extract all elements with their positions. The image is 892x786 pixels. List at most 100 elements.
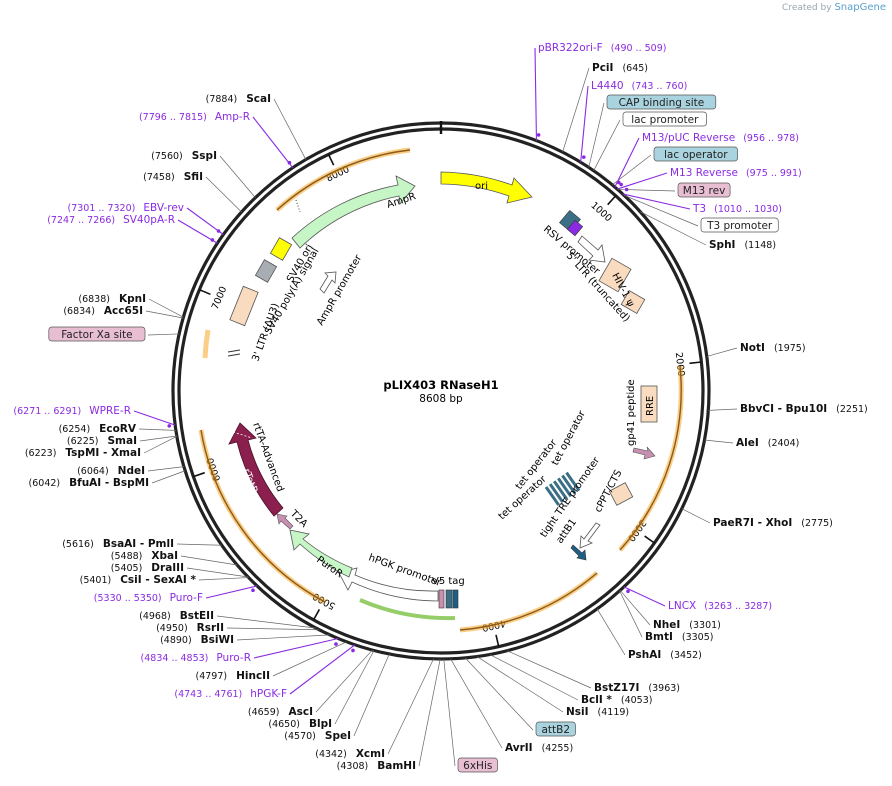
- site-label[interactable]: (5405)DraIII: [111, 562, 184, 574]
- site-label[interactable]: (7458)SfiI: [143, 171, 203, 183]
- site-label[interactable]: M13/pUC Reverse(956 .. 978): [642, 132, 799, 144]
- site-label[interactable]: pBR322ori-F(490 .. 509): [538, 42, 666, 54]
- feature-badge-label: T3 promoter: [706, 220, 773, 232]
- site-label[interactable]: (4743 .. 4761)hPGK-F: [174, 688, 287, 700]
- enzyme-name: BmtI: [645, 631, 673, 643]
- site-leader: [226, 627, 320, 631]
- site-label[interactable]: (7796 .. 7815)Amp-R: [139, 111, 250, 123]
- site-label[interactable]: PshAI(3452): [628, 649, 702, 661]
- site-label[interactable]: (6271 .. 6291)WPRE-R: [13, 405, 131, 417]
- site-label[interactable]: PaeR7I - XhoI(2775): [713, 517, 833, 529]
- tet-operator-3: [552, 480, 569, 501]
- site-label[interactable]: (6225)SmaI: [67, 435, 137, 447]
- site-label[interactable]: NotI(1975): [740, 342, 806, 354]
- site-leader: [236, 634, 330, 641]
- site-label[interactable]: SphI(1148): [709, 239, 776, 251]
- enzyme-name: NheI: [653, 619, 680, 631]
- site-label[interactable]: lac promoter: [622, 111, 707, 127]
- site-leader: [622, 193, 691, 210]
- site-label[interactable]: T3 promoter: [700, 217, 779, 233]
- site-leader: [619, 590, 651, 626]
- enzyme-name: PshAI: [628, 649, 661, 661]
- enzyme-label: (5405)DraIII: [111, 562, 184, 574]
- site-label[interactable]: BstZ17I(3963): [594, 682, 680, 694]
- site-label[interactable]: lac operator: [653, 146, 738, 162]
- cppt-feature: [608, 482, 634, 506]
- site-label[interactable]: (4968)BstEII: [139, 610, 214, 622]
- site-label[interactable]: NsiI(4119): [566, 706, 629, 718]
- site-label[interactable]: attB2: [535, 721, 576, 737]
- enzyme-name: NdeI: [118, 465, 145, 477]
- enzyme-label: NheI(3301): [653, 619, 721, 631]
- site-label[interactable]: (4570)SpeI: [284, 730, 351, 742]
- enzyme-position: (4119): [598, 707, 630, 718]
- site-label[interactable]: M13 rev: [677, 182, 731, 198]
- site-label[interactable]: (6042)BfuAI - BspMI: [29, 477, 149, 489]
- site-label[interactable]: (7247 .. 7266)SV40pA-R: [47, 214, 175, 226]
- site-label[interactable]: BclI *(4053): [581, 694, 652, 706]
- site-label[interactable]: LNCX(3263 .. 3287): [668, 600, 772, 612]
- site-label[interactable]: (5330 .. 5350)Puro-F: [94, 592, 203, 604]
- site-leader: [252, 116, 294, 169]
- site-label[interactable]: (6838)KpnI: [78, 293, 146, 305]
- site-label[interactable]: (6064)NdeI: [77, 465, 145, 477]
- primer-range: (975 .. 991): [746, 168, 802, 179]
- site-leader: [617, 172, 668, 190]
- site-label[interactable]: (4834 .. 4853)Puro-R: [141, 652, 251, 664]
- site-label[interactable]: NheI(3301): [653, 619, 721, 631]
- site-label[interactable]: (4659)AscI: [248, 706, 313, 718]
- enzyme-position: (6838): [78, 294, 110, 305]
- enzyme-label: (6064)NdeI: [77, 465, 145, 477]
- site-label[interactable]: (7884)ScaI: [206, 93, 271, 105]
- site-leader: [588, 102, 605, 168]
- site-label[interactable]: PciI(645): [592, 62, 648, 74]
- enzyme-name: BamHI: [377, 760, 416, 772]
- site-label[interactable]: BbvCI - Bpu10I(2251): [740, 403, 868, 415]
- ltr3-mark2: [227, 353, 241, 357]
- site-label[interactable]: M13 Reverse(975 .. 991): [670, 167, 802, 179]
- site-label[interactable]: AleI(2404): [736, 437, 799, 449]
- site-label[interactable]: BmtI(3305): [645, 631, 713, 643]
- tight-tre-feature: [579, 522, 601, 549]
- site-label[interactable]: Factor Xa site: [48, 326, 146, 342]
- site-leader: [612, 154, 652, 186]
- enzyme-position: (4053): [621, 695, 653, 706]
- site-label[interactable]: (4890)BsiWI: [160, 634, 234, 646]
- enzyme-position: (2251): [836, 404, 868, 415]
- site-label[interactable]: CAP binding site: [606, 94, 717, 110]
- orf-arcs: [198, 147, 684, 633]
- site-label[interactable]: (7301 .. 7320)EBV-rev: [68, 202, 185, 214]
- primer-label: pBR322ori-F(490 .. 509): [538, 42, 666, 54]
- site-leader: [704, 439, 734, 444]
- site-label[interactable]: (6834)Acc65I: [63, 305, 143, 317]
- site-label[interactable]: (4797)HincII: [196, 670, 271, 682]
- site-label[interactable]: L4440(743 .. 760): [591, 80, 687, 92]
- site-label[interactable]: (5401)CsiI - SexAI *: [80, 574, 197, 586]
- snapgene-brand: Created by SnapGene: [782, 2, 886, 13]
- rtta-hatch: [232, 431, 253, 439]
- site-label[interactable]: (5488)XbaI: [111, 550, 178, 562]
- site-label[interactable]: (6223)TspMI - XmaI: [25, 447, 141, 459]
- site-labels: PciI(645) pBR322ori-F(490 .. 509) L4440(74…: [13, 42, 868, 773]
- feature-badge: [653, 146, 738, 162]
- site-label[interactable]: (4342)XcmI: [315, 748, 385, 760]
- primer-range: (7796 .. 7815): [139, 112, 207, 123]
- site-label[interactable]: (5616)BsaAI - PmlI: [62, 538, 174, 550]
- enzyme-label: SphI(1148): [709, 239, 776, 251]
- site-label[interactable]: 6xHis: [457, 757, 498, 773]
- primer-range: (7301 .. 7320): [68, 203, 136, 214]
- enzyme-label: (7458)SfiI: [143, 171, 203, 183]
- site-leader: [133, 410, 176, 426]
- site-label[interactable]: T3(1010 .. 1030): [692, 203, 782, 215]
- primer-binding-mark: [167, 424, 172, 428]
- site-label[interactable]: (4650)BlpI: [268, 718, 332, 730]
- enzyme-label: BclI *(4053): [581, 694, 652, 706]
- site-label[interactable]: (6254)EcoRV: [59, 423, 137, 435]
- enzyme-label: (7560)SspI: [151, 150, 217, 162]
- site-label[interactable]: AvrII(4255): [505, 742, 573, 754]
- enzyme-label: (4659)AscI: [248, 706, 313, 718]
- site-leader: [562, 67, 590, 153]
- site-label[interactable]: (4950)RsrII: [156, 622, 224, 634]
- site-label[interactable]: (7560)SspI: [151, 150, 217, 162]
- site-label[interactable]: (4308)BamHI: [337, 760, 416, 772]
